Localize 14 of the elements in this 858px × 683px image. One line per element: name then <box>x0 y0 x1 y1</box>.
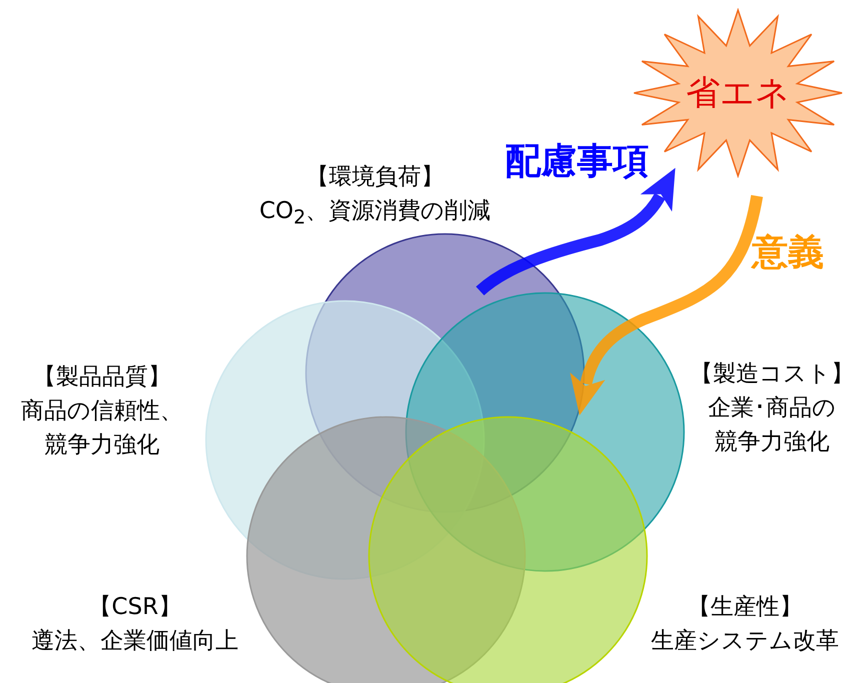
category-heading: 【製品品質】 <box>33 363 171 392</box>
category-text: 生産システム改革 <box>651 627 839 656</box>
category-text: CO$_{2}$、資源消費の削減 <box>259 197 491 231</box>
starburst-text: 省エネ <box>685 72 791 115</box>
category-heading: 【生産性】 <box>688 593 802 622</box>
edge-label: 配慮事項 <box>505 140 649 184</box>
category-heading: 【製造コスト】 <box>690 360 854 389</box>
category-text: 商品の信頼性、競争力強化 <box>20 397 184 460</box>
edge-label: 意義 <box>752 231 824 275</box>
category-text: 遵法、企業価値向上 <box>32 627 238 656</box>
category-text: 企業･商品の競争力強化 <box>707 394 837 457</box>
category-heading: 【CSR】 <box>88 593 182 622</box>
curved-arrow <box>476 168 676 296</box>
category-heading: 【環境負荷】 <box>306 163 444 192</box>
